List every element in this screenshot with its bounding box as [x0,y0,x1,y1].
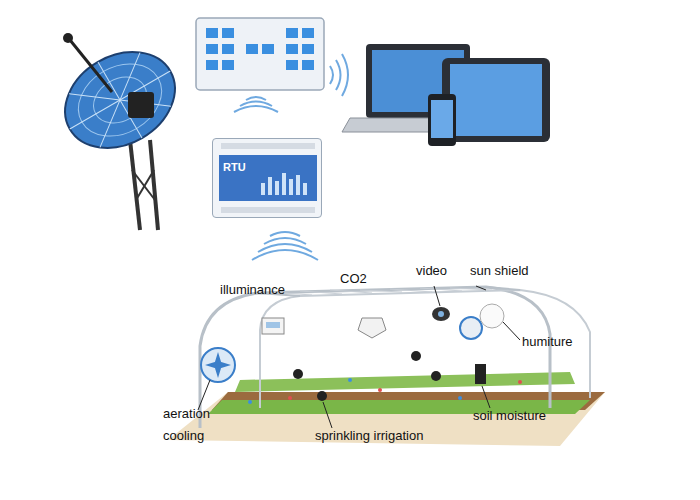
part-label: CO2 [340,271,367,287]
part-label: humiture [522,334,573,350]
satellite-dish [48,33,192,230]
part-label: video [416,263,447,279]
part-label: sprinkling irrigation [315,428,423,444]
rtu-panel [213,139,323,219]
server-panel [196,18,324,90]
greenhouse [200,287,605,428]
device-label: RTU [223,161,246,174]
part-label: illuminance [220,282,285,298]
rtu-device: RTU [212,138,322,218]
part-label: cooling [163,428,204,444]
ground [168,392,605,446]
leader-line [198,286,520,428]
part-label: sun shield [470,263,529,279]
sensors [201,304,522,404]
client-devices [342,44,550,146]
part-label: soil moisture [473,408,546,424]
part-label: aeration [163,406,210,422]
